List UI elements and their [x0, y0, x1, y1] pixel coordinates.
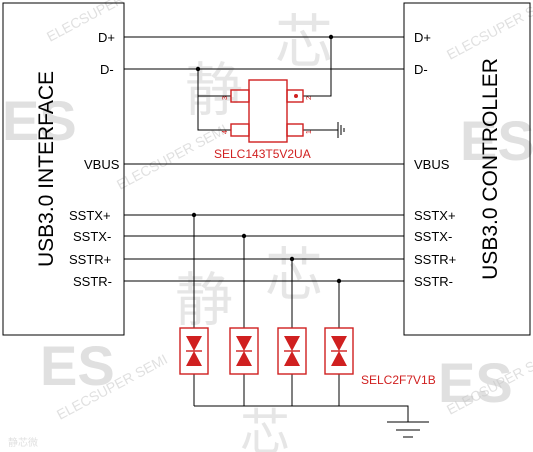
footer-watermark: 静芯微	[8, 436, 38, 449]
watermark-logo: ES	[438, 351, 513, 414]
pin1-dot	[294, 94, 298, 98]
right-label-dplus: D+	[414, 30, 431, 45]
wire-pin2	[303, 37, 332, 97]
left-label-sstx-plus: SSTX+	[69, 208, 111, 223]
right-label-sstr-minus: SSTR-	[414, 274, 453, 289]
right-label-dminus: D-	[414, 62, 428, 77]
watermark-logo: ES	[460, 109, 533, 172]
tvs-chip-pin	[286, 123, 304, 137]
watermark-glyph: 静	[175, 266, 233, 334]
tvs-chip-pin	[286, 89, 304, 103]
left-label-vbus: VBUS	[84, 157, 120, 172]
esd-wiring	[193, 215, 429, 438]
tvs-chip-pin	[230, 123, 250, 137]
watermark-text: ELECSUPER SEMI	[114, 121, 230, 193]
right-label-vbus: VBUS	[414, 157, 450, 172]
left-label-dminus: D-	[100, 62, 114, 77]
wire-pin4	[197, 96, 231, 131]
left-block-title: USB3.0 INTERFACE	[35, 71, 58, 267]
junction-dot	[195, 66, 201, 72]
signal-lines	[124, 36, 404, 282]
pin-number: 1	[306, 130, 313, 134]
ground-bus	[194, 405, 409, 422]
usb-interface-block	[2, 2, 125, 336]
left-label-sstr-plus: SSTR+	[69, 252, 111, 267]
pin-number: 2	[306, 96, 313, 100]
left-label-sstx-minus: SSTX-	[73, 229, 111, 244]
right-label-sstr-plus: SSTR+	[414, 252, 456, 267]
tvs-chip-pin	[230, 89, 250, 103]
watermark-logo: ES	[2, 89, 77, 152]
pin-number: 4	[222, 130, 229, 134]
esd-device	[229, 327, 259, 375]
watermark-text: ELECSUPER SEMI	[444, 0, 533, 63]
junction-dot	[328, 34, 334, 40]
right-block-title: USB3.0 CONTROLLER	[479, 58, 502, 280]
right-label-sstx-minus: SSTX-	[414, 229, 452, 244]
pin-number: 3	[222, 96, 229, 100]
left-label-dplus: D+	[98, 30, 115, 45]
tvs-chip-body	[248, 79, 288, 143]
usb-controller-block	[403, 2, 531, 336]
esd-device	[179, 327, 209, 375]
watermark-logo: ES	[40, 334, 115, 397]
tvs-chip	[230, 79, 304, 143]
watermark-glyph: 芯	[265, 241, 323, 309]
left-label-sstr-minus: SSTR-	[73, 274, 112, 289]
esd-device	[324, 327, 354, 375]
esd-array-part-number: SELC2F7V1B	[361, 373, 436, 387]
tvs-chip-wiring	[197, 37, 345, 138]
right-label-sstx-plus: SSTX+	[414, 208, 456, 223]
watermark-glyph: 芯	[275, 8, 333, 76]
watermark-glyph: 芯	[240, 404, 290, 452]
esd-device	[277, 327, 307, 375]
tvs-chip-part-number: SELC143T5V2UA	[214, 147, 311, 161]
